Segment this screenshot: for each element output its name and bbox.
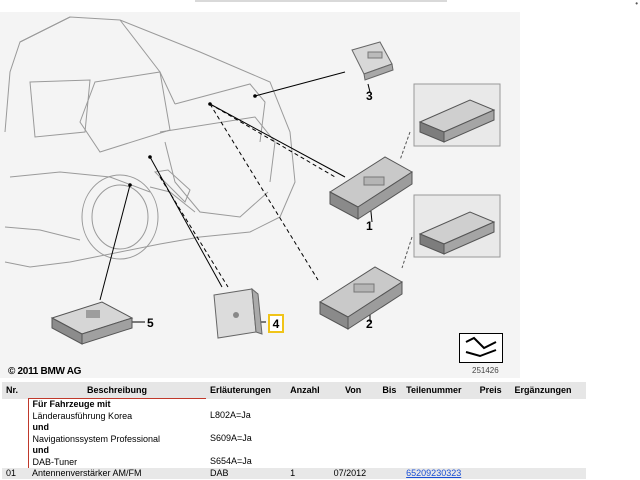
condition-note: S654A=Ja <box>210 456 252 466</box>
row-nr: 01 <box>2 468 28 479</box>
copyright-text: © 2011 BMW AG <box>8 366 82 377</box>
col-header-erlaeuterungen: Erläuterungen <box>206 382 287 399</box>
condition-description: Für Fahrzeuge mit Länderausführung Korea… <box>27 398 206 468</box>
col-header-preis: Preis <box>475 382 511 399</box>
condition-line: DAB-Tuner <box>32 456 78 467</box>
navigation-arrow-icon[interactable] <box>459 333 503 363</box>
row-part-number-link[interactable]: 65209230323 <box>402 468 476 479</box>
row-to <box>376 468 403 479</box>
inset-2-shape <box>413 194 501 258</box>
callout-5[interactable]: 5 <box>147 316 154 330</box>
condition-line: Für Fahrzeuge mit <box>32 399 111 409</box>
top-scroll-bar <box>195 0 447 2</box>
condition-note <box>210 422 282 434</box>
corner-mark: • <box>635 0 638 8</box>
condition-notes: L802A=Ja S609A=Ja S654A=Ja <box>206 399 286 469</box>
parts-diagram: 3 1 2 5 <box>0 12 520 378</box>
col-header-ergaenzungen: Ergänzungen <box>510 382 586 399</box>
inset-1-shape <box>413 83 501 147</box>
col-header-von: Von <box>329 382 377 399</box>
condition-line: Länderausführung Korea <box>32 410 133 421</box>
row-extra <box>510 468 586 479</box>
condition-empty-cells <box>286 399 586 469</box>
condition-line: und <box>32 422 50 432</box>
row-qty: 1 <box>286 468 330 479</box>
diagram-number: 251426 <box>472 366 499 375</box>
col-header-teilenummer: Teilenummer <box>402 382 476 399</box>
condition-note <box>210 399 282 411</box>
condition-note <box>210 445 282 457</box>
callout-2[interactable]: 2 <box>366 317 373 331</box>
part-4-shape <box>213 287 263 339</box>
part-5-shape <box>50 301 134 345</box>
table-row[interactable]: 01 Antennenverstärker AM/FM DAB 1 07/201… <box>2 468 586 479</box>
table-header-row: Nr. Beschreibung Erläuterungen Anzahl Vo… <box>2 382 586 399</box>
row-description: Antennenverstärker AM/FM <box>28 468 206 479</box>
col-header-nr: Nr. <box>2 382 28 399</box>
part-3-shape <box>351 41 394 81</box>
condition-line: und <box>32 445 50 455</box>
condition-nr-cell <box>2 399 28 469</box>
col-header-anzahl: Anzahl <box>286 382 330 399</box>
callout-4-highlighted[interactable]: 4 <box>268 314 284 333</box>
row-note: DAB <box>206 468 287 479</box>
row-from: 07/2012 <box>329 468 377 479</box>
part-1-shape <box>329 156 413 220</box>
condition-line: Navigationssystem Professional <box>32 433 161 444</box>
car-illustration <box>4 16 501 345</box>
callout-3[interactable]: 3 <box>366 89 373 103</box>
condition-note: S609A=Ja <box>210 433 252 443</box>
row-price <box>475 468 511 479</box>
col-header-beschreibung: Beschreibung <box>28 382 206 399</box>
col-header-bis: Bis <box>376 382 403 399</box>
condition-row: Für Fahrzeuge mit Länderausführung Korea… <box>2 398 586 469</box>
part-2-shape <box>319 266 403 330</box>
condition-note: L802A=Ja <box>210 410 251 420</box>
parts-table: Nr. Beschreibung Erläuterungen Anzahl Vo… <box>2 382 586 479</box>
callout-1[interactable]: 1 <box>366 219 373 233</box>
